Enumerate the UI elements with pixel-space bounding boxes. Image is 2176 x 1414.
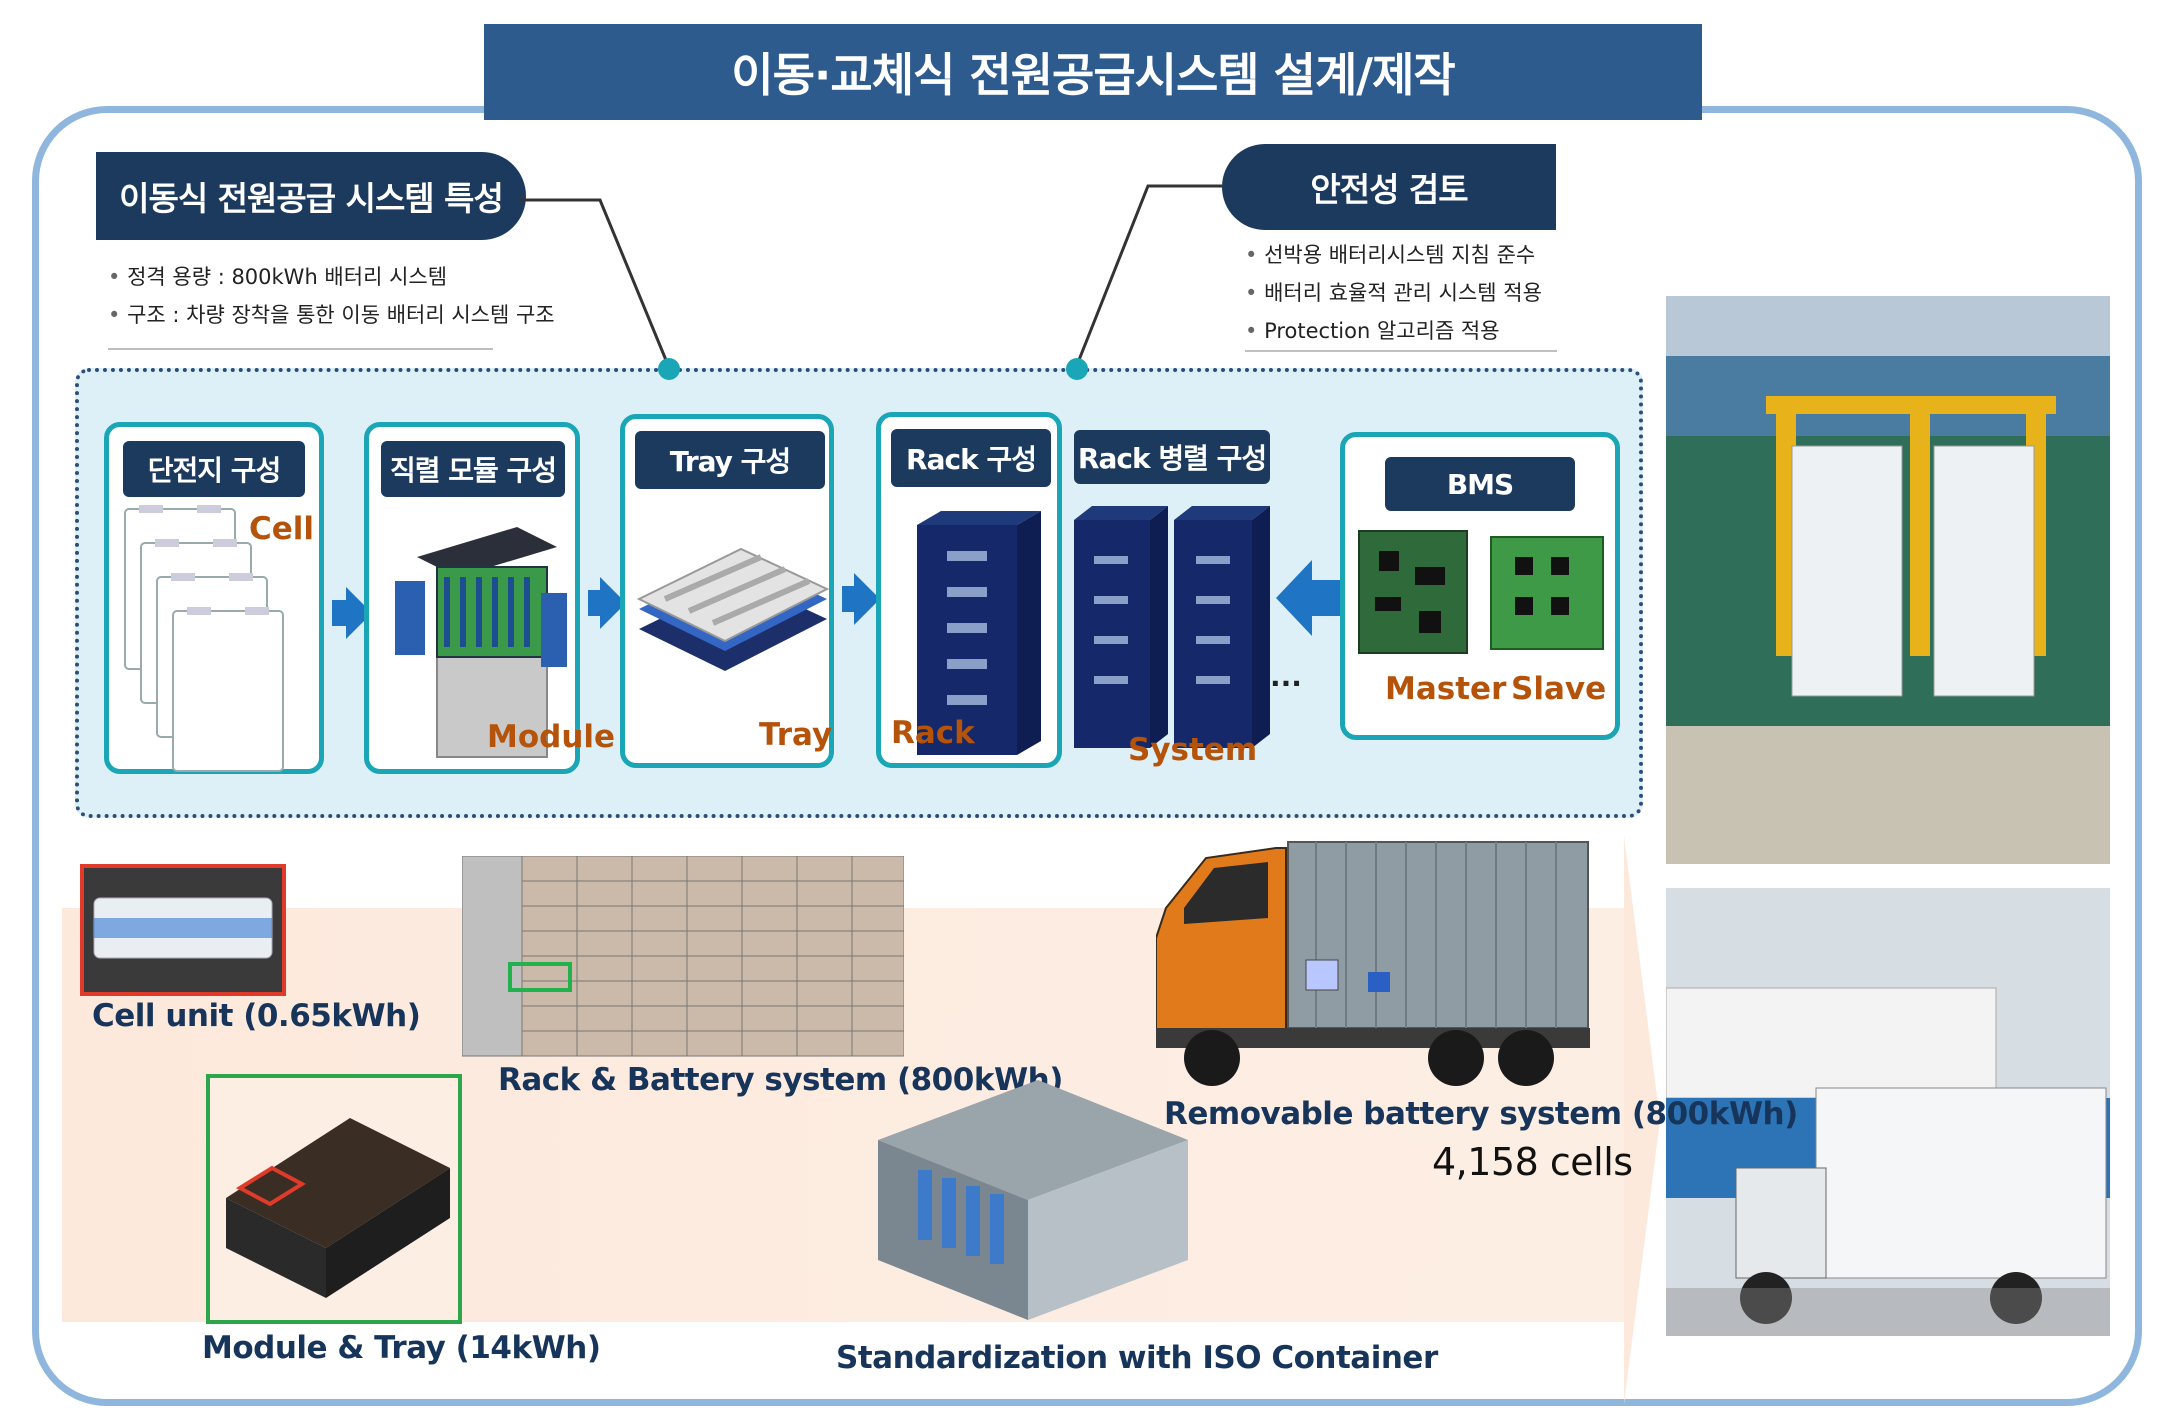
stage-system-ellipsis: ... [1270, 660, 1302, 693]
features-heading: 이동식 전원공급 시스템 특성 [96, 152, 526, 240]
stage-cell: 단전지 구성 Cell [104, 422, 324, 774]
stage-cell-title: 단전지 구성 [123, 441, 305, 497]
bms-slave-label: Slave [1511, 671, 1607, 707]
features-bullet-1: 정격 용량 : 800kWh 배터리 시스템 [108, 258, 555, 296]
stage-tray: Tray 구성 Tray [620, 414, 834, 768]
trucks-on-ferry-photo [1666, 296, 2110, 864]
stage-rack-label: Rack [891, 715, 975, 751]
stage-rack: Rack 구성 Rack [876, 412, 1062, 768]
connector-right [1075, 184, 1222, 366]
stage-module: 직렬 모듈 구성 Module [364, 422, 615, 774]
truck-at-ferry-photo [1666, 888, 2110, 1336]
module-illustration [395, 527, 567, 758]
stage-system-label: System [1128, 732, 1258, 768]
stage-tray-label: Tray [759, 717, 833, 753]
module-tray-photo [206, 1074, 462, 1324]
page-title: 이동·교체식 전원공급시스템 설계/제작 [484, 24, 1702, 120]
removable-caption: Removable battery system (800kWh) [1164, 1096, 1798, 1132]
features-bullet-2: 구조 : 차량 장착을 통한 이동 배터리 시스템 구조 [108, 296, 555, 334]
safety-bullet-3: Protection 알고리즘 적용 [1245, 312, 1542, 350]
stage-bms: BMS Master Slave [1340, 432, 1620, 740]
stage-module-label: Module [487, 719, 616, 755]
features-divider [108, 348, 493, 350]
cell-illustration [124, 505, 284, 772]
band-arrow [1624, 836, 1660, 1404]
arrow-stem-1 [332, 600, 346, 626]
module-tray-drawing [226, 1118, 450, 1298]
cell-unit-drawing [93, 897, 273, 959]
arrow-right-3 [854, 573, 880, 625]
rack-battery-system-drawing [462, 856, 904, 1057]
stage-system-title: Rack 병렬 구성 [1074, 430, 1270, 484]
connector-left [520, 198, 670, 366]
tray-illustration [636, 547, 830, 671]
safety-bullets: 선박용 배터리시스템 지침 준수 배터리 효율적 관리 시스템 적용 Prote… [1245, 236, 1542, 350]
trucks-on-ferry-drawing [1666, 296, 2110, 864]
safety-bullet-2: 배터리 효율적 관리 시스템 적용 [1245, 274, 1542, 312]
iso-container-drawing [878, 1080, 1188, 1320]
features-bullets: 정격 용량 : 800kWh 배터리 시스템 구조 : 차량 장착을 통한 이동… [108, 258, 555, 334]
removable-truck-drawing [1156, 841, 1590, 1086]
stage-module-title: 직렬 모듈 구성 [381, 441, 565, 497]
truck-at-ferry-drawing [1666, 888, 2110, 1336]
stage-tray-title: Tray 구성 [635, 431, 825, 489]
safety-divider [1245, 350, 1557, 352]
module-tray-caption: Module & Tray (14kWh) [202, 1330, 601, 1366]
rack-illustration [917, 511, 1041, 755]
system-illustration [1074, 506, 1270, 748]
connector-dot-left [658, 358, 680, 380]
bms-master-label: Master [1385, 671, 1507, 707]
stage-cell-label: Cell [249, 511, 315, 547]
stage-rack-title: Rack 구성 [891, 429, 1051, 487]
arrow-left-bms [1276, 560, 1340, 636]
arrow-stem-3 [842, 586, 854, 612]
connector-dot-right [1066, 358, 1088, 380]
safety-bullet-1: 선박용 배터리시스템 지침 준수 [1245, 236, 1542, 274]
cell-unit-caption: Cell unit (0.65kWh) [92, 998, 421, 1034]
arrow-stem-2 [588, 590, 600, 616]
rack-battery-caption: Rack & Battery system (800kWh) [498, 1062, 1063, 1098]
iso-container-caption: Standardization with ISO Container [836, 1340, 1438, 1376]
safety-heading: 안전성 검토 [1222, 144, 1556, 230]
bms-boards-illustration [1358, 530, 1604, 654]
cell-count: 4,158 cells [1432, 1140, 1633, 1184]
stage-bms-title: BMS [1385, 457, 1575, 511]
cell-unit-photo [80, 864, 286, 996]
